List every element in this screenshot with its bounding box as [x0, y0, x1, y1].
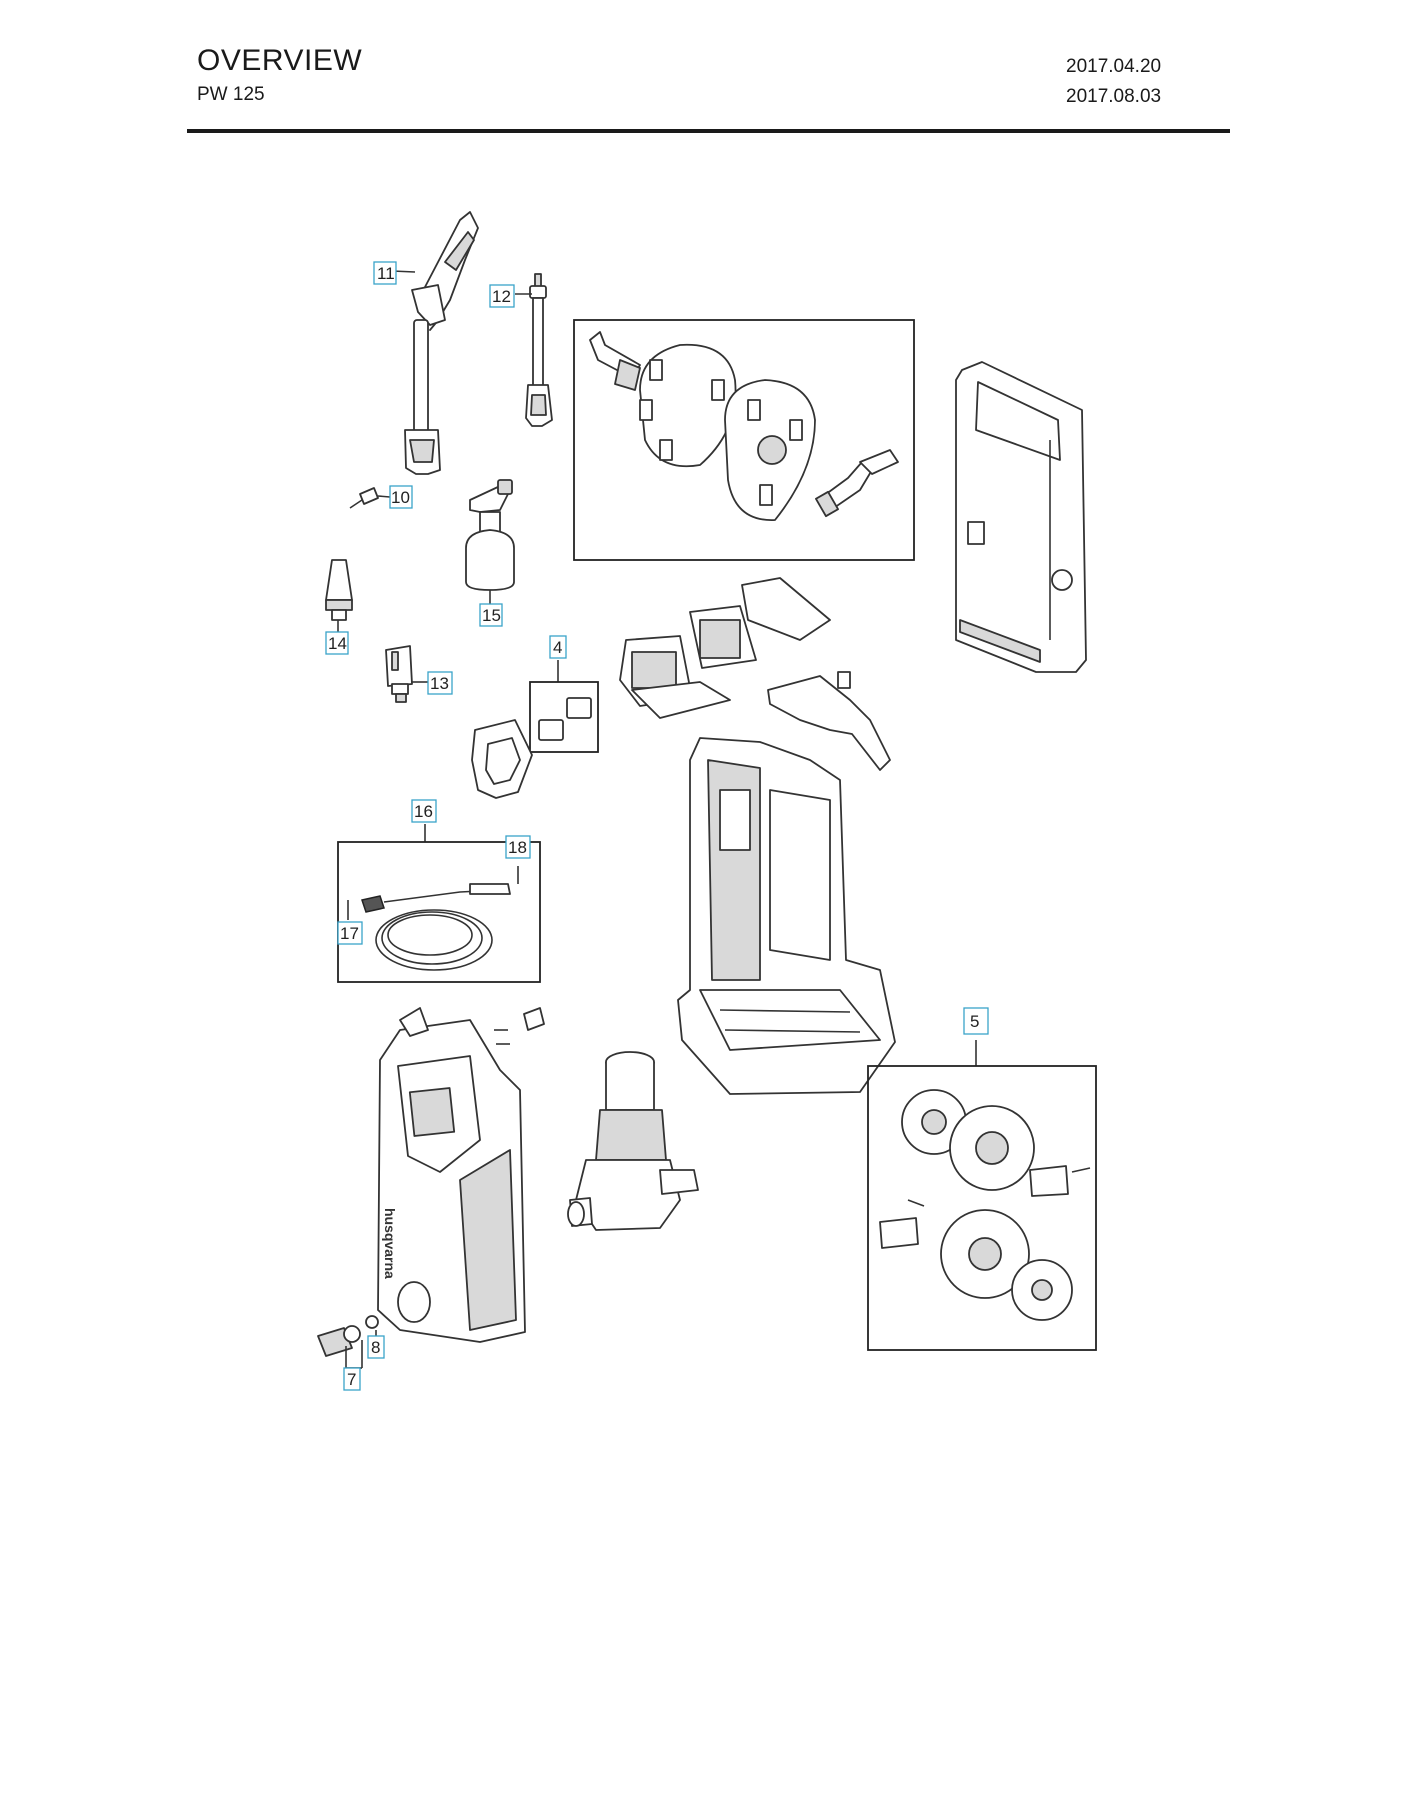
switch-set-part — [529, 660, 599, 753]
callout-13: 13 — [427, 671, 453, 695]
main-chassis-part — [677, 737, 896, 1095]
callout-16: 16 — [411, 799, 437, 823]
callout-8: 8 — [367, 1335, 385, 1359]
model-name: PW 125 — [197, 84, 265, 105]
callout-5: 5 — [963, 1007, 989, 1035]
callout-7: 7 — [343, 1367, 361, 1391]
svg-text:10: 10 — [391, 488, 410, 507]
svg-text:12: 12 — [492, 287, 511, 306]
fastener-parts — [494, 1007, 545, 1045]
svg-text:8: 8 — [371, 1338, 380, 1357]
foam-bottle-part — [465, 479, 515, 604]
callout-11: 11 — [373, 261, 397, 285]
svg-text:5: 5 — [970, 1012, 979, 1031]
lance-part — [515, 273, 553, 427]
callout-4: 4 — [549, 635, 567, 659]
svg-text:4: 4 — [553, 638, 562, 657]
hose-guide-part — [767, 671, 891, 771]
page-title: OVERVIEW — [197, 44, 363, 77]
svg-text:11: 11 — [377, 264, 395, 283]
small-nozzle-part — [349, 487, 391, 509]
svg-text:7: 7 — [347, 1370, 356, 1389]
wheel-kit-assembly — [867, 1040, 1097, 1351]
gasket-frame-part — [471, 719, 533, 799]
callout-17: 17 — [337, 921, 363, 945]
svg-text:18: 18 — [508, 838, 527, 857]
nozzle-14-part — [325, 559, 353, 632]
callout-15: 15 — [479, 603, 503, 627]
cover-plates-part — [619, 577, 831, 719]
nozzle-13-part — [385, 645, 428, 703]
svg-text:16: 16 — [414, 802, 433, 821]
motor-pump-part — [567, 1051, 699, 1231]
svg-text:13: 13 — [430, 674, 449, 693]
callout-12: 12 — [489, 284, 515, 308]
date-created: 2017.04.20 — [1066, 56, 1162, 77]
header-rule — [187, 129, 1230, 133]
svg-text:14: 14 — [328, 634, 347, 653]
handle-frame-part — [955, 361, 1087, 673]
callout-14: 14 — [325, 631, 349, 655]
svg-text:17: 17 — [340, 924, 359, 943]
hose-kit-assembly — [337, 824, 541, 983]
callout-10: 10 — [389, 485, 413, 509]
front-cover-part: husqvarna — [377, 1007, 526, 1343]
callout-18: 18 — [505, 835, 531, 859]
hose-reel-assembly — [573, 319, 915, 561]
svg-text:15: 15 — [482, 606, 501, 625]
spray-gun-part — [391, 211, 479, 475]
date-revised: 2017.08.03 — [1066, 86, 1162, 107]
brand-logo-text: husqvarna — [382, 1208, 398, 1279]
